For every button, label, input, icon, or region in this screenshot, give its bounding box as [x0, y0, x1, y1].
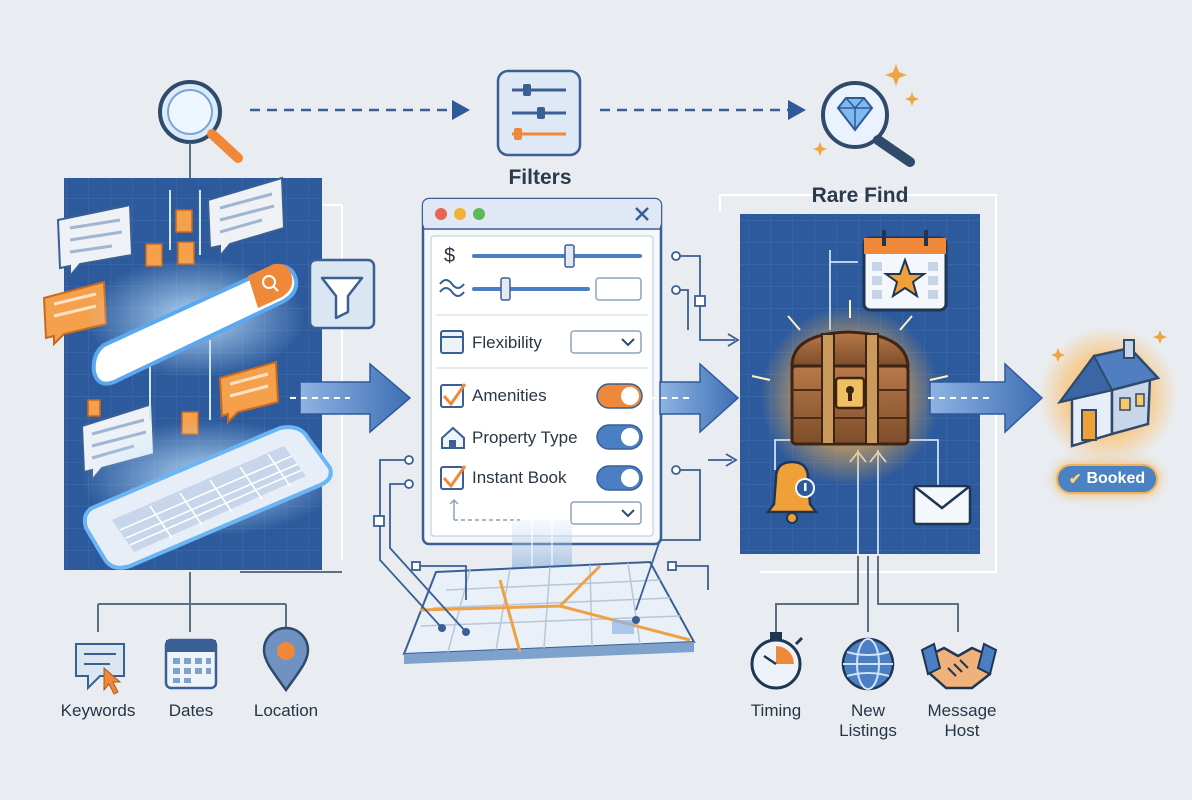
diamond-magnifier-icon — [813, 64, 919, 167]
new-listings-line-1: New — [850, 701, 885, 720]
funnel-icon — [308, 258, 376, 330]
filter-connectors — [373, 251, 740, 633]
timing-label: Timing — [750, 701, 802, 720]
new-listings-line-2: Listings — [839, 721, 897, 740]
flow-arrow-1 — [290, 362, 412, 434]
check-icon: ✔ — [1068, 471, 1082, 488]
search-magnifier-icon — [158, 80, 243, 178]
calendar-star-icon — [862, 230, 948, 312]
treasure-chest-icon — [751, 300, 949, 486]
speech-bubbles — [42, 176, 286, 483]
rare-find-title: Rare Find — [811, 184, 909, 207]
filters-title: Filters — [508, 166, 572, 189]
handshake-icon — [920, 642, 998, 690]
keywords-label: Keywords — [60, 701, 136, 720]
globe-icon — [841, 637, 895, 691]
new-listings-label: New Listings — [826, 701, 910, 741]
dates-calendar-icon — [164, 638, 218, 690]
search-input-panel — [42, 176, 343, 570]
flow-arrow-3 — [928, 362, 1044, 434]
price-symbol: $ — [444, 245, 456, 267]
filter-property-type-label: Property Type — [472, 428, 578, 447]
filter-instant-book-label: Instant Book — [472, 468, 567, 487]
envelope-icon — [912, 484, 972, 526]
input-connectors — [97, 571, 342, 632]
flow-arrow-2 — [650, 362, 740, 434]
top-flow-arrows — [250, 100, 806, 120]
booked-badge: ✔ Booked — [1056, 464, 1158, 494]
sliders-icon — [496, 69, 582, 157]
filters-window — [421, 197, 663, 546]
outcome-connectors — [775, 556, 959, 632]
message-host-line-2: Host — [944, 721, 980, 740]
keywords-bubble-icon — [75, 643, 125, 695]
booked-label: Booked — [1086, 470, 1146, 487]
filter-flexibility-label: Flexibility — [472, 333, 542, 352]
dates-label: Dates — [168, 701, 214, 720]
keyboard-icon — [80, 420, 340, 570]
search-bar — [85, 258, 305, 386]
house-icon — [1038, 326, 1178, 466]
filter-amenities-label: Amenities — [472, 386, 547, 405]
message-host-line-1: Message — [927, 701, 997, 720]
location-pin-icon — [262, 626, 310, 693]
map-grid — [402, 560, 696, 664]
timing-stopwatch-icon — [750, 632, 804, 690]
bell-icon — [765, 460, 819, 524]
location-label: Location — [253, 701, 319, 720]
message-host-label: Message Host — [916, 701, 1008, 741]
